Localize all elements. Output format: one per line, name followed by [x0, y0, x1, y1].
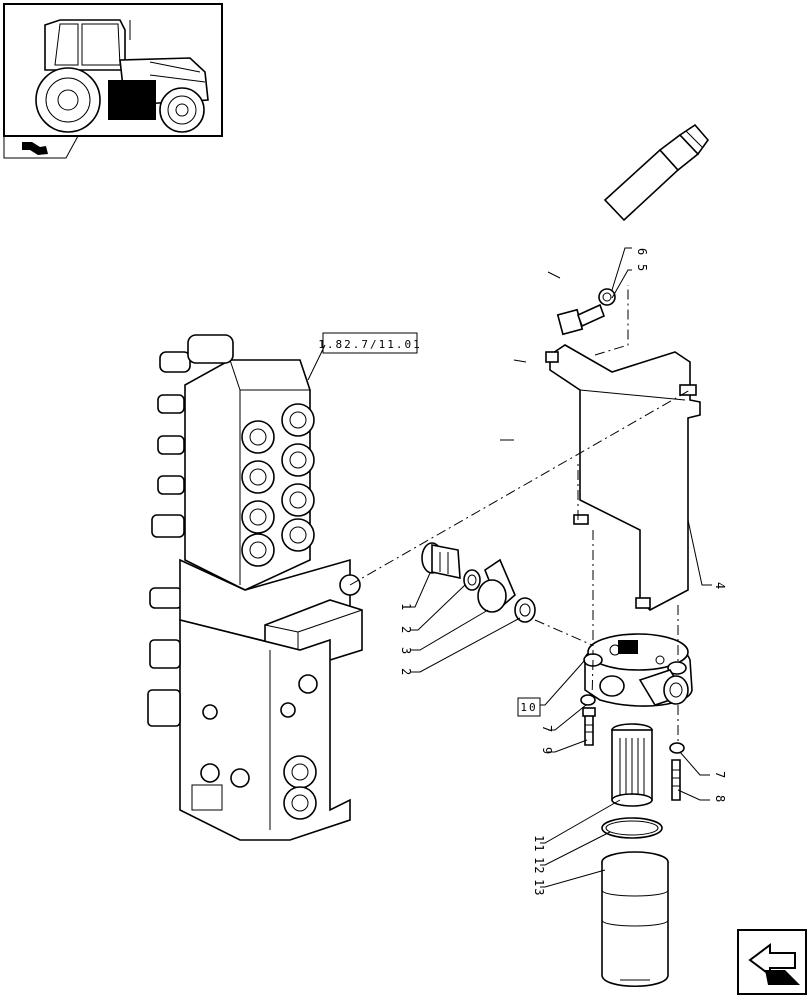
washer: [580, 694, 596, 706]
callout-2[interactable]: 2: [399, 668, 413, 677]
assembly-lines: [349, 285, 691, 745]
callout-3[interactable]: 3: [399, 647, 413, 656]
reference-label[interactable]: 1.82.7/11.01: [318, 338, 421, 351]
mounting-bracket: [545, 344, 701, 611]
bracket-bolt: [556, 303, 606, 336]
callout-7[interactable]: 7: [540, 725, 554, 734]
sealing-washer: [514, 597, 536, 623]
callout-13[interactable]: 13: [532, 879, 546, 897]
filter-head: [583, 633, 693, 707]
callout-8[interactable]: 8: [713, 795, 727, 804]
callout-1[interactable]: 1: [399, 603, 413, 612]
navigation-arrow-icon[interactable]: [737, 929, 807, 995]
callout-leaders: [407, 247, 712, 888]
washer: [669, 742, 685, 754]
callout-12[interactable]: 12: [532, 857, 546, 875]
reference-box: [322, 332, 418, 354]
hydraulic-hose: [477, 123, 710, 613]
banjo-bolt: [421, 542, 461, 580]
callout-5[interactable]: 5: [635, 264, 649, 273]
callout-9[interactable]: 9: [540, 747, 554, 756]
callout-6[interactable]: 6: [635, 248, 649, 257]
callout-4[interactable]: 4: [713, 582, 727, 591]
callout-10[interactable]: 10: [520, 701, 537, 714]
flat-washer: [598, 288, 616, 306]
callout-box-10: [517, 697, 541, 717]
callout-11[interactable]: 11: [532, 835, 546, 853]
control-valve-block: [147, 334, 363, 841]
filter-element: [611, 723, 653, 807]
sealing-washer: [463, 569, 481, 591]
section-arrow-icon: [3, 135, 79, 159]
long-bolt: [671, 759, 681, 801]
o-ring: [601, 817, 663, 839]
callout-2[interactable]: 2: [399, 626, 413, 635]
tractor-thumbnail-icon: [3, 3, 223, 137]
filter-head-bolt: [582, 707, 596, 746]
filter-bowl: [601, 851, 669, 988]
callout-7[interactable]: 7: [713, 771, 727, 780]
